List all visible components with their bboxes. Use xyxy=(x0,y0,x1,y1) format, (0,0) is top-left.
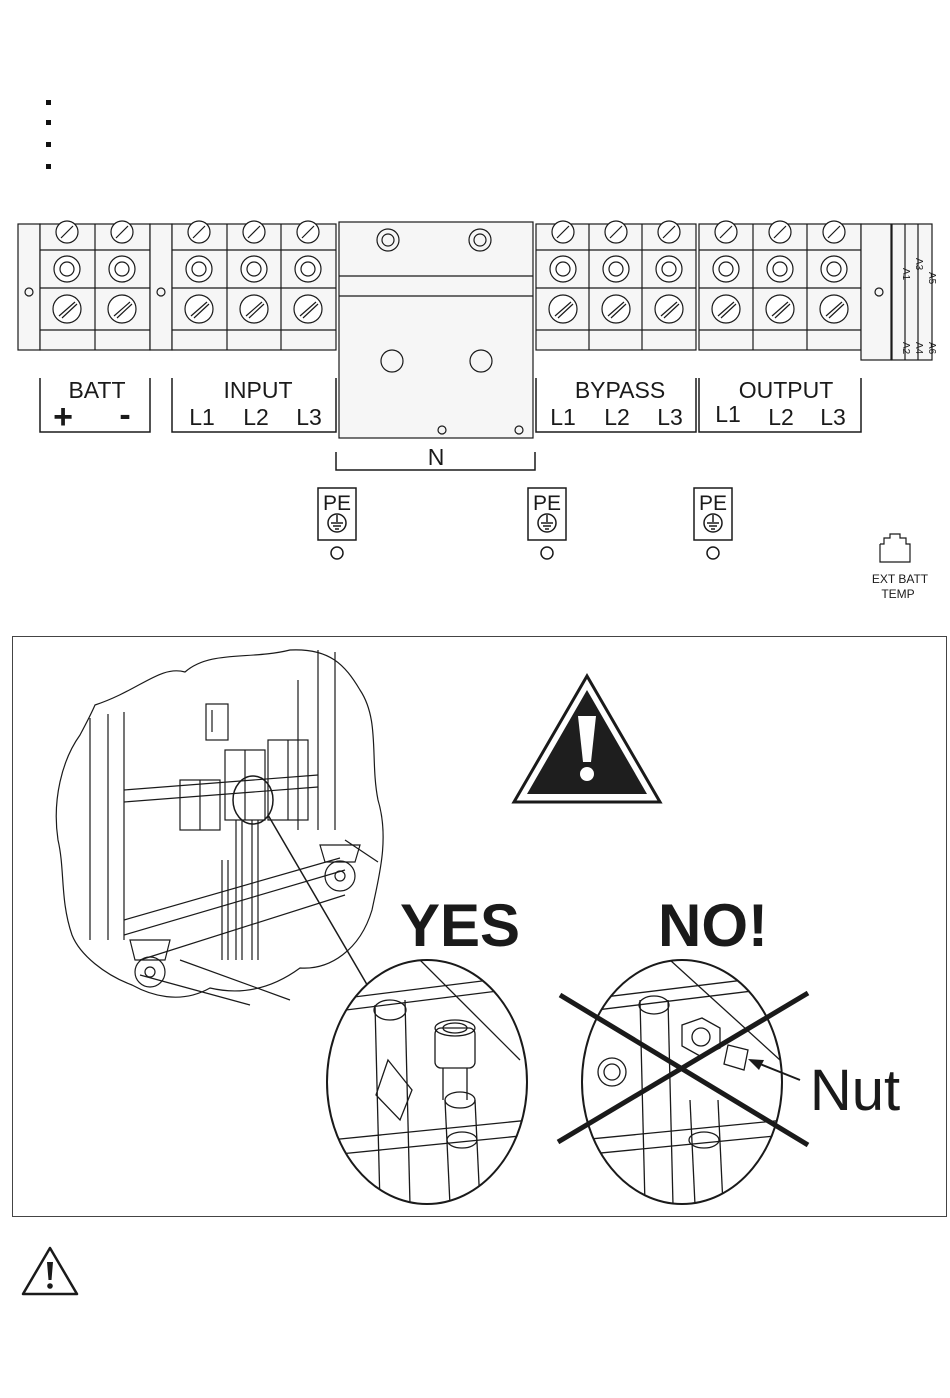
terminal-screw xyxy=(713,256,739,282)
incorrect-mounting-detail xyxy=(558,960,808,1205)
terminal-screw xyxy=(603,256,629,282)
terminal-screw xyxy=(186,256,212,282)
pe-terminals xyxy=(318,488,732,559)
bypass-l3-label: L3 xyxy=(657,404,683,430)
aux-label: A5 xyxy=(926,272,937,285)
bypass-l1-label: L1 xyxy=(550,404,576,430)
pe-labels: PE PE PE xyxy=(323,492,727,515)
terminal-screw xyxy=(109,256,135,282)
output-label: OUTPUT xyxy=(739,377,834,403)
rj-connector-icon xyxy=(880,534,910,562)
warning-icon xyxy=(514,676,660,802)
terminal-screw xyxy=(767,256,793,282)
output-l3-label: L3 xyxy=(820,404,846,430)
ups-cabinet-illustration xyxy=(56,650,383,1005)
input-label: INPUT xyxy=(224,377,293,403)
terminal-screw xyxy=(550,256,576,282)
neutral-label: N xyxy=(428,444,445,470)
pe-label: PE xyxy=(533,492,561,515)
terminal-screw xyxy=(295,256,321,282)
bypass-label: BYPASS xyxy=(575,377,665,403)
aux-terminals xyxy=(892,224,932,360)
aux-label: A1 xyxy=(900,268,911,281)
neutral-bar xyxy=(339,222,533,438)
terminal-screw xyxy=(821,256,847,282)
aux-label: A3 xyxy=(913,258,924,271)
batt-plus-label: + xyxy=(53,398,73,436)
pe-label: PE xyxy=(323,492,351,515)
input-l3-label: L3 xyxy=(296,404,322,430)
input-l1-label: L1 xyxy=(189,404,215,430)
connector-label: TEMP xyxy=(881,587,914,601)
bypass-l2-label: L2 xyxy=(604,404,630,430)
small-warning-icon xyxy=(23,1248,77,1294)
terminal-screw xyxy=(656,256,682,282)
batt-label: BATT xyxy=(68,377,125,403)
no-label: NO! xyxy=(658,892,768,959)
terminal-screw xyxy=(54,256,80,282)
connector-label: EXT BATT xyxy=(872,572,929,586)
batt-minus-label: - xyxy=(119,396,130,434)
terminal-block xyxy=(18,222,932,438)
correct-mounting-detail xyxy=(327,960,530,1205)
aux-label: A2 xyxy=(900,342,911,355)
nut-label: Nut xyxy=(810,1058,900,1123)
yes-label: YES xyxy=(400,892,520,959)
batt-terminals xyxy=(40,224,150,350)
aux-label: A6 xyxy=(926,342,937,355)
output-l1-label: L1 xyxy=(715,401,741,427)
terminal-screw xyxy=(241,256,267,282)
input-l2-label: L2 xyxy=(243,404,269,430)
output-l2-label: L2 xyxy=(768,404,794,430)
aux-label: A4 xyxy=(913,342,924,355)
pe-label: PE xyxy=(699,492,727,515)
